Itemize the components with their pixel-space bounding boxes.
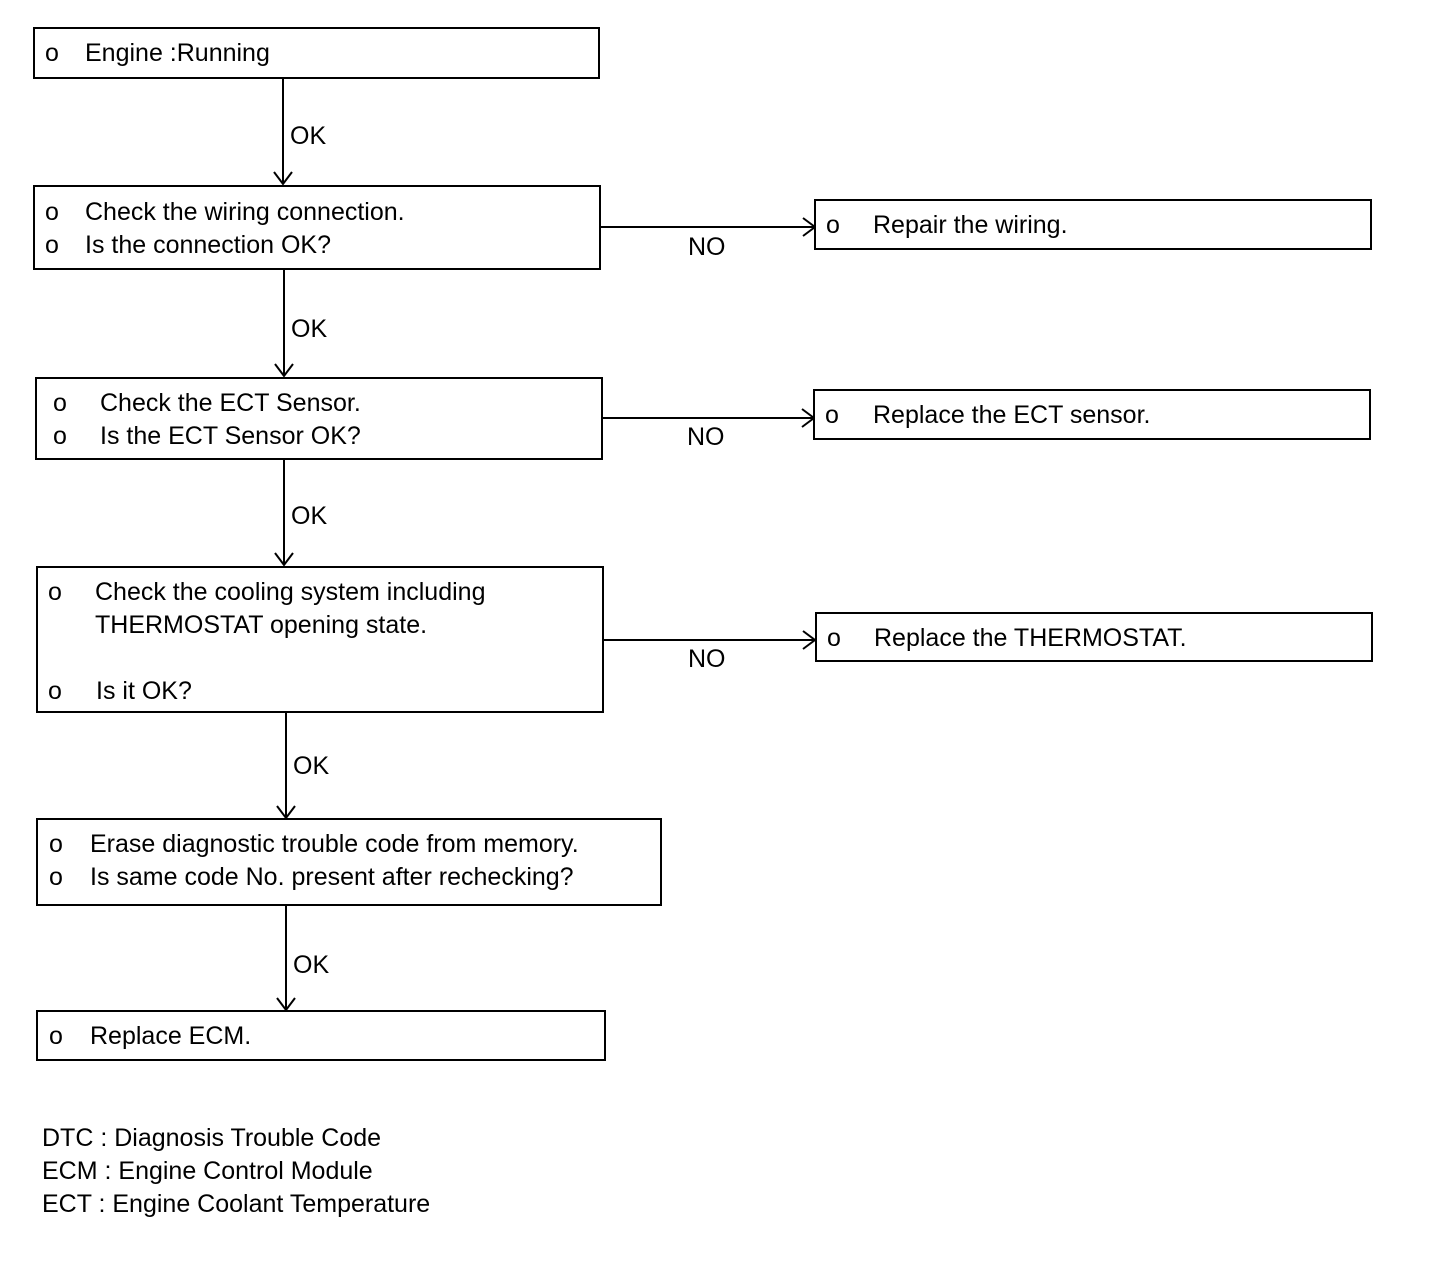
edge-label-no-1: NO — [688, 233, 726, 261]
node-text: Erase diagnostic trouble code from memor… — [90, 830, 579, 858]
node-text: Replace the THERMOSTAT. — [874, 624, 1187, 652]
edge-label-ok-3: OK — [291, 502, 328, 530]
bullet-icon: o — [53, 389, 67, 417]
node-text: THERMOSTAT opening state. — [95, 611, 428, 639]
node-line: o Check the cooling system including — [38, 576, 602, 608]
edge-label-ok-4: OK — [293, 752, 330, 780]
node-line: o Erase diagnostic trouble code from mem… — [38, 828, 660, 860]
bullet-icon: o — [49, 863, 63, 891]
node-line: o Engine :Running — [35, 37, 598, 69]
legend-item-ect: ECT : Engine Coolant Temperature — [42, 1190, 431, 1218]
node-text: Check the cooling system including — [95, 578, 486, 606]
edge-label-ok-2: OK — [291, 315, 328, 343]
node-line: o Is same code No. present after recheck… — [38, 861, 660, 893]
legend-item-dtc: DTC : Diagnosis Trouble Code — [42, 1124, 382, 1152]
node-erase-dtc: o Erase diagnostic trouble code from mem… — [36, 818, 662, 906]
edge-label-no-3: NO — [688, 645, 726, 673]
node-text: Engine :Running — [85, 39, 270, 67]
bullet-icon: o — [827, 624, 841, 652]
node-repair-wiring: o Repair the wiring. — [814, 199, 1372, 250]
node-replace-ect-sensor: o Replace the ECT sensor. — [813, 389, 1371, 440]
node-text: Check the wiring connection. — [85, 198, 405, 226]
node-text: Is it OK? — [96, 677, 192, 705]
bullet-icon: o — [45, 231, 59, 259]
node-text: Is same code No. present after recheckin… — [90, 863, 574, 891]
abbreviation-legend: DTC : Diagnosis Trouble Code ECM : Engin… — [42, 1122, 430, 1221]
arrowhead-down-3 — [274, 552, 294, 567]
node-check-cooling-system: o Check the cooling system including THE… — [36, 566, 604, 713]
node-check-ect-sensor: o Check the ECT Sensor. o Is the ECT Sen… — [35, 377, 603, 460]
node-engine-running: o Engine :Running — [33, 27, 600, 79]
node-line: o Replace the ECT sensor. — [815, 399, 1369, 431]
node-line: o Replace the THERMOSTAT. — [817, 622, 1371, 654]
node-text: Replace ECM. — [90, 1022, 252, 1050]
node-line: o Is the ECT Sensor OK? — [37, 420, 601, 452]
bullet-icon: o — [49, 1022, 63, 1050]
node-line: o Is it OK? — [38, 675, 602, 707]
node-replace-thermostat: o Replace the THERMOSTAT. — [815, 612, 1373, 662]
bullet-icon: o — [45, 198, 59, 226]
node-text: Is the ECT Sensor OK? — [100, 422, 361, 450]
bullet-icon: o — [53, 422, 67, 450]
node-line: THERMOSTAT opening state. — [38, 609, 602, 641]
node-line: o Is the connection OK? — [35, 229, 599, 261]
edge-label-no-2: NO — [687, 423, 725, 451]
node-line: o Check the ECT Sensor. — [37, 387, 601, 419]
edge-label-ok-5: OK — [293, 951, 330, 979]
bullet-icon: o — [48, 677, 62, 705]
node-line: o Check the wiring connection. — [35, 196, 599, 228]
node-check-wiring: o Check the wiring connection. o Is the … — [33, 185, 601, 270]
bullet-icon: o — [826, 211, 840, 239]
arrowhead-down-2 — [274, 363, 294, 378]
node-text: Check the ECT Sensor. — [100, 389, 361, 417]
legend-item-ecm: ECM : Engine Control Module — [42, 1157, 373, 1185]
node-text: Replace the ECT sensor. — [873, 401, 1151, 429]
node-line: o Replace ECM. — [38, 1020, 604, 1052]
arrowhead-down-1 — [273, 171, 293, 186]
bullet-icon: o — [49, 830, 63, 858]
node-replace-ecm: o Replace ECM. — [36, 1010, 606, 1061]
bullet-icon: o — [45, 39, 59, 67]
node-text: Repair the wiring. — [873, 211, 1068, 239]
node-line: o Repair the wiring. — [816, 209, 1370, 241]
edge-label-ok-1: OK — [290, 122, 327, 150]
bullet-icon: o — [48, 578, 62, 606]
node-text: Is the connection OK? — [85, 231, 331, 259]
bullet-icon: o — [825, 401, 839, 429]
